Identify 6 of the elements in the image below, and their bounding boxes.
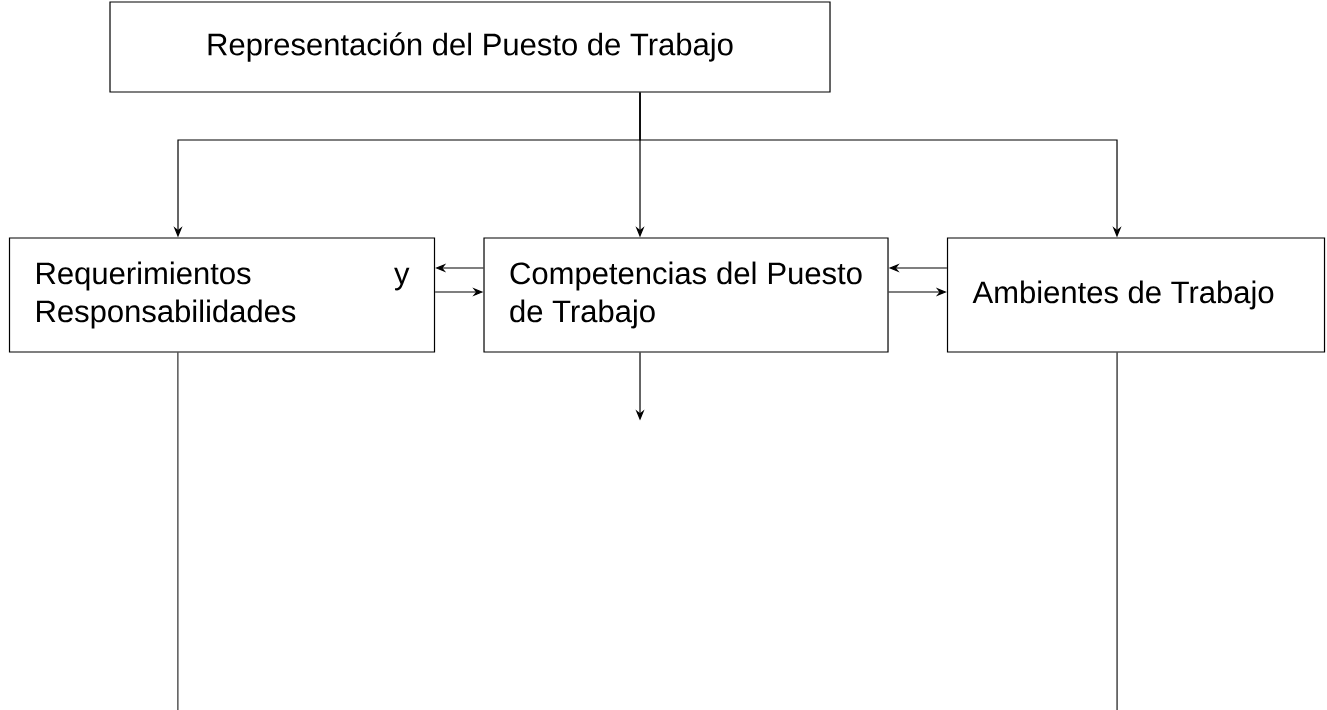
connector-line — [177, 352, 179, 710]
process-box: Ambientes de Trabajo — [946, 237, 1326, 353]
process-box: Competencias del Puesto de Trabajo — [483, 237, 889, 353]
connector-line — [1116, 352, 1118, 710]
title-box: Representación del Puesto de Trabajo — [109, 1, 831, 93]
process-box: Requerimientos y Responsabilidades — [8, 237, 436, 353]
